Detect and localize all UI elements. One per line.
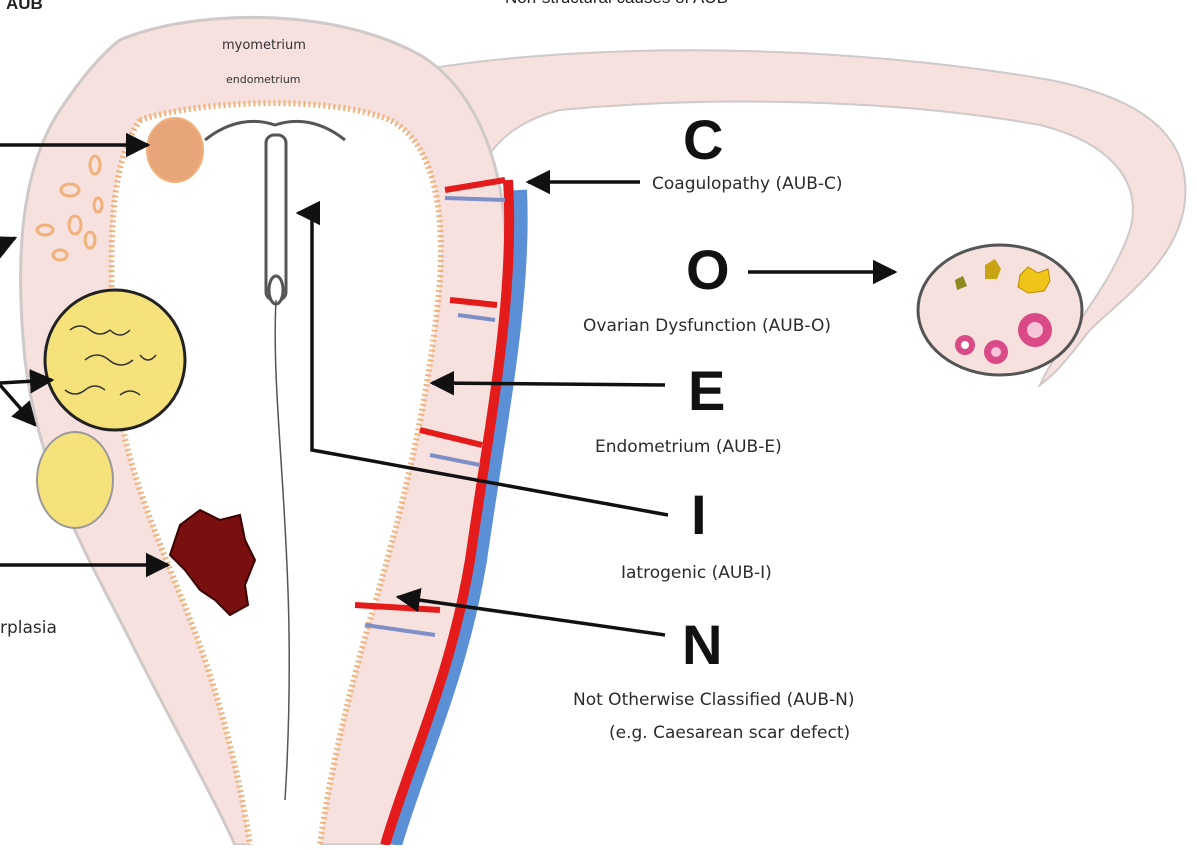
myometrium-label: myometrium xyxy=(222,38,306,53)
label-coagulopathy: Coagulopathy (AUB-C) xyxy=(652,174,843,194)
letter-o: O xyxy=(686,242,730,298)
polyp xyxy=(147,118,203,182)
left-partial-label: rplasia xyxy=(0,618,57,638)
leiomyoma-small xyxy=(37,432,113,528)
letter-e: E xyxy=(688,363,725,419)
letter-c: C xyxy=(683,112,723,168)
label-ovarian-dysfunction: Ovarian Dysfunction (AUB-O) xyxy=(583,316,831,336)
label-endometrium: Endometrium (AUB-E) xyxy=(595,437,782,457)
letter-n: N xyxy=(682,617,722,673)
label-caesarean-scar: (e.g. Caesarean scar defect) xyxy=(609,723,850,743)
center-title: Non-structural causes of AUB xyxy=(505,0,728,8)
leiomyoma-large xyxy=(45,290,185,430)
letter-i: I xyxy=(691,487,707,543)
label-not-otherwise-classified: Not Otherwise Classified (AUB-N) xyxy=(573,690,854,710)
endometrium-label: endometrium xyxy=(226,73,301,86)
label-iatrogenic: Iatrogenic (AUB-I) xyxy=(621,563,772,583)
left-title: AUB xyxy=(6,0,43,14)
